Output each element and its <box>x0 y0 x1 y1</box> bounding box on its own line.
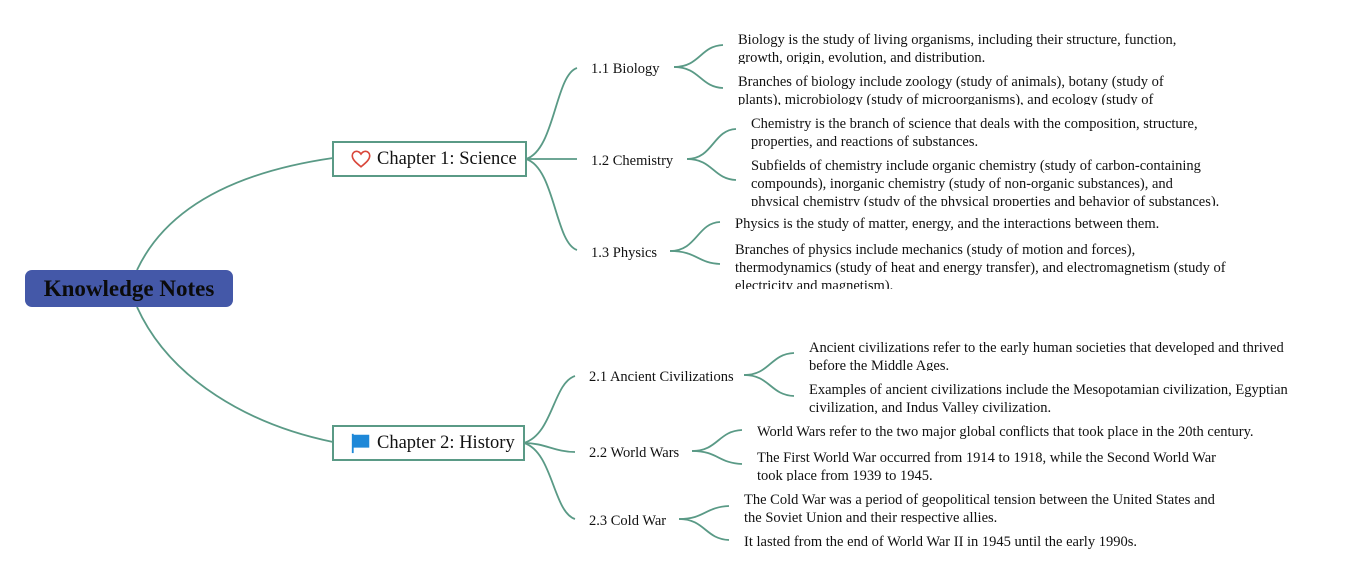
connectors <box>136 44 795 541</box>
connector-root-chapter-2 <box>136 306 334 443</box>
chapter-node-science[interactable]: Chapter 1: Science <box>332 141 527 177</box>
topic-node-ancient-civilizations[interactable]: 2.1 Ancient Civilizations <box>589 369 734 385</box>
connector-root-chapter-1 <box>136 157 334 271</box>
connector-chapter-1-topic-3 <box>525 158 578 251</box>
note-worldwars-definition: World Wars refer to the two major global… <box>757 424 1254 440</box>
note-chemistry-subfields: Subfields of chemistry include organic c… <box>751 158 1220 206</box>
connector-physics-note-2 <box>669 250 721 265</box>
connector-biology-note-2 <box>673 66 724 89</box>
note-biology-branches: Branches of biology include zoology (stu… <box>738 74 1164 105</box>
connector-coldwar-note-2 <box>678 518 730 541</box>
chapter-label: Chapter 1: Science <box>377 148 517 169</box>
root-node[interactable]: Knowledge Notes <box>25 270 233 307</box>
note-coldwar-definition: The Cold War was a period of geopolitica… <box>744 492 1215 524</box>
connector-chemistry-note-2 <box>686 158 737 181</box>
note-chemistry-definition: Chemistry is the branch of science that … <box>751 116 1198 150</box>
connector-chapter-1-topic-1 <box>525 67 578 160</box>
heart-icon <box>351 150 371 168</box>
flag-icon <box>351 433 370 454</box>
connector-biology-note-1 <box>673 44 724 68</box>
note-physics-branches: Branches of physics include mechanics (s… <box>735 242 1226 289</box>
connector-worldwars-note-2 <box>691 450 743 465</box>
connector-ancient-note-1 <box>743 352 795 376</box>
connector-ancient-note-2 <box>743 374 795 397</box>
chapter-label: Chapter 2: History <box>377 432 515 453</box>
connector-chemistry-note-1 <box>686 128 737 160</box>
chapter-node-history[interactable]: Chapter 2: History <box>332 425 525 461</box>
note-ancient-definition: Ancient civilizations refer to the early… <box>809 340 1284 371</box>
note-physics-definition: Physics is the study of matter, energy, … <box>735 216 1160 232</box>
topic-node-world-wars[interactable]: 2.2 World Wars <box>589 445 680 461</box>
note-coldwar-period: It lasted from the end of World War II i… <box>744 534 1137 550</box>
note-biology-definition: Biology is the study of living organisms… <box>738 32 1177 64</box>
root-label: Knowledge Notes <box>43 275 215 301</box>
topic-node-cold-war[interactable]: 2.3 Cold War <box>589 513 667 529</box>
note-ancient-examples: Examples of ancient civilizations includ… <box>809 382 1288 414</box>
topic-node-biology[interactable]: 1.1 Biology <box>591 61 660 77</box>
connector-chapter-2-topic-1 <box>523 375 576 444</box>
topic-node-physics[interactable]: 1.3 Physics <box>591 245 658 261</box>
note-worldwars-dates: The First World War occurred from 1914 t… <box>757 450 1216 481</box>
connector-chapter-2-topic-3 <box>523 442 576 520</box>
connector-coldwar-note-1 <box>678 505 730 520</box>
topic-node-chemistry[interactable]: 1.2 Chemistry <box>591 153 674 169</box>
connector-chapter-2-topic-2 <box>523 442 576 453</box>
connector-physics-note-1 <box>669 221 721 252</box>
connector-worldwars-note-1 <box>691 429 743 452</box>
